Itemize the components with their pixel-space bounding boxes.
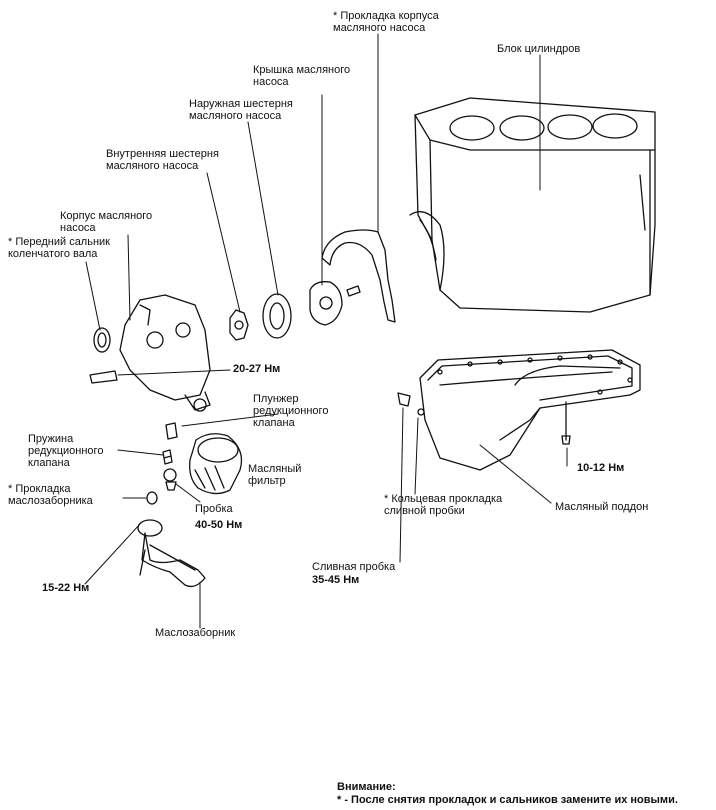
label-strainer-gasket: * Прокладка маслозаборника	[8, 483, 93, 507]
label-front-crank-seal: * Передний сальник коленчатого вала	[8, 236, 110, 260]
label-line: маслозаборника	[8, 495, 93, 507]
label-line: * Передний сальник	[8, 236, 110, 248]
label-line: насоса	[253, 76, 289, 88]
label-torque-40-50: 40-50 Нм	[195, 519, 243, 531]
pump-cover-drawing	[309, 281, 361, 326]
label-torque-35-45: 35-45 Нм	[312, 574, 360, 586]
label-line: фильтр	[248, 475, 286, 487]
label-line: редукционного	[28, 445, 104, 457]
label-drain-gasket: * Кольцевая прокладка сливной пробки	[384, 493, 502, 517]
attention-note: Внимание: * - После снятия прокладок и с…	[337, 781, 678, 807]
oil-strainer-drawing	[137, 519, 206, 588]
plug-drawing	[163, 468, 177, 491]
label-line: масляного насоса	[189, 110, 282, 122]
relief-parts-drawing	[146, 422, 178, 505]
label-line: коленчатого вала	[8, 248, 98, 260]
label-line: клапана	[28, 457, 70, 469]
label-line: масляного насоса	[106, 160, 199, 172]
oil-pan-drawing	[419, 349, 641, 471]
label-line: Корпус масляного	[60, 210, 153, 222]
label-line: Масляный	[248, 463, 302, 475]
label-line: клапана	[253, 417, 295, 429]
label-oil-pan: Масляный поддон	[555, 501, 649, 513]
inner-gear-drawing	[229, 309, 249, 341]
label-plug: Пробка	[195, 503, 233, 515]
label-drain-plug: Сливная пробка	[312, 561, 396, 573]
label-cylinder-block: Блок цилиндров	[497, 43, 581, 55]
pump-gasket-drawing	[321, 229, 396, 323]
label-line: масляного насоса	[333, 22, 426, 34]
leader-lines	[84, 33, 568, 629]
label-oil-filter: Масляный фильтр	[248, 463, 301, 487]
pump-housing-drawing	[89, 294, 211, 412]
label-outer-gear: Наружная шестерня масляного насоса	[189, 98, 293, 122]
front-seal-drawing	[93, 327, 111, 353]
label-torque-20-27: 20-27 Нм	[233, 363, 281, 375]
label-line: насоса	[60, 222, 96, 234]
label-relief-plunger: Плунжер редукционного клапана	[253, 393, 328, 429]
outer-gear-drawing	[262, 293, 292, 339]
label-line: редукционного	[253, 405, 329, 417]
label-pump-cover: Крышка масляного насоса	[253, 64, 350, 88]
label-line: * Кольцевая прокладка	[384, 493, 503, 505]
label-line: Наружная шестерня	[189, 98, 293, 110]
label-line: Внутренняя шестерня	[106, 148, 219, 160]
oil-filter-drawing	[189, 433, 243, 495]
label-relief-spring: Пружина редукционного клапана	[28, 433, 103, 469]
label-pump-housing: Корпус масляного насоса	[60, 210, 152, 234]
label-oil-strainer: Маслозаборник	[155, 627, 236, 639]
label-pump-housing-gasket: * Прокладка корпуса масляного насоса	[333, 10, 439, 34]
label-torque-15-22: 15-22 Нм	[42, 582, 90, 594]
label-line: * Прокладка	[8, 483, 71, 495]
drain-plug-drawing	[397, 392, 425, 416]
label-inner-gear: Внутренняя шестерня масляного насоса	[106, 148, 219, 172]
label-line: сливной пробки	[384, 505, 465, 517]
label-line: Пружина	[28, 433, 74, 445]
label-torque-10-12: 10-12 Нм	[577, 462, 625, 474]
cylinder-block-drawing	[409, 97, 656, 313]
note-text: * - После снятия прокладок и сальников з…	[337, 794, 678, 806]
note-title: Внимание:	[337, 781, 396, 793]
label-line: * Прокладка корпуса	[333, 10, 439, 22]
label-line: Крышка масляного	[253, 64, 351, 76]
label-line: Плунжер	[253, 393, 299, 405]
